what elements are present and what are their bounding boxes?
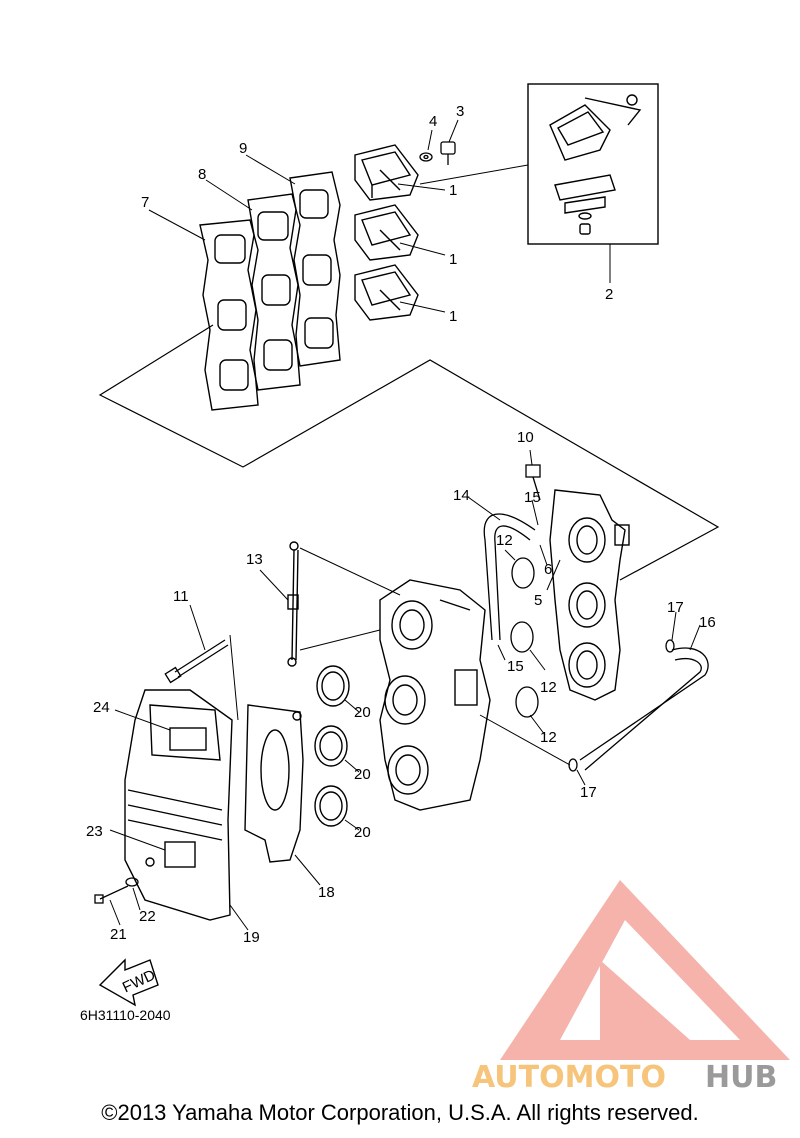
callout-16: 16 bbox=[699, 614, 716, 631]
callout-12-b: 12 bbox=[540, 679, 557, 696]
callout-5: 5 bbox=[534, 592, 542, 609]
reed-valve-detail-box bbox=[527, 83, 659, 245]
callout-17-a: 17 bbox=[667, 599, 684, 616]
part-code: 6H31110-2040 bbox=[80, 1007, 171, 1023]
callout-12-c: 12 bbox=[540, 729, 557, 746]
callout-4: 4 bbox=[429, 113, 437, 130]
callout-22: 22 bbox=[139, 908, 156, 925]
reed-valve-bottom bbox=[354, 264, 419, 321]
callout-18: 18 bbox=[318, 884, 335, 901]
callout-19: 19 bbox=[243, 929, 260, 946]
reed-valve-top bbox=[354, 144, 419, 201]
callout-6: 6 bbox=[544, 561, 552, 578]
o-rings-12 bbox=[510, 557, 539, 718]
callout-1-c: 1 bbox=[449, 308, 457, 325]
carburetor-assembly bbox=[379, 579, 491, 811]
callout-11: 11 bbox=[173, 588, 189, 605]
leader-lines bbox=[109, 119, 701, 931]
callout-3: 3 bbox=[456, 103, 464, 120]
fwd-arrow-icon bbox=[98, 958, 159, 1007]
callout-14: 14 bbox=[453, 487, 470, 504]
assembly-plane-outline bbox=[98, 324, 720, 581]
callout-20-c: 20 bbox=[354, 824, 371, 841]
reed-valve-middle bbox=[354, 204, 419, 261]
callout-10: 10 bbox=[517, 429, 534, 446]
washer-22 bbox=[125, 877, 139, 887]
silencer-cover-19 bbox=[124, 689, 233, 921]
callout-7: 7 bbox=[141, 194, 149, 211]
callout-23: 23 bbox=[86, 823, 103, 840]
gasket-18 bbox=[244, 704, 304, 863]
copyright-notice: ©2013 Yamaha Motor Corporation, U.S.A. A… bbox=[101, 1100, 699, 1125]
link-rod-13 bbox=[287, 541, 299, 667]
bolt-10 bbox=[525, 464, 541, 501]
callout-1-b: 1 bbox=[449, 251, 457, 268]
callout-20-b: 20 bbox=[354, 766, 371, 783]
gasket-7 bbox=[199, 219, 259, 411]
callout-24: 24 bbox=[93, 699, 110, 716]
callout-15-b: 15 bbox=[507, 658, 524, 675]
intake-manifold bbox=[549, 489, 630, 701]
callout-21: 21 bbox=[110, 926, 127, 943]
callout-8: 8 bbox=[198, 166, 206, 183]
watermark-logo bbox=[500, 880, 790, 1060]
gasket-9 bbox=[289, 171, 341, 367]
hose-16 bbox=[579, 647, 709, 771]
callout-20-a: 20 bbox=[354, 704, 371, 721]
watermark-text-1: AUTOMOTO bbox=[472, 1060, 666, 1095]
clips-17 bbox=[568, 639, 675, 772]
callout-12-a: 12 bbox=[496, 532, 513, 549]
callout-15-a: 15 bbox=[524, 489, 541, 506]
bolt-11 bbox=[164, 639, 229, 684]
gasket-8 bbox=[247, 193, 301, 391]
washer bbox=[419, 152, 433, 162]
callout-1-a: 1 bbox=[449, 182, 457, 199]
screw-21 bbox=[94, 885, 129, 904]
callout-17-b: 17 bbox=[580, 784, 597, 801]
callout-2: 2 bbox=[605, 286, 613, 303]
seals-20 bbox=[314, 665, 350, 827]
callout-9: 9 bbox=[239, 140, 247, 157]
watermark-text-2: HUB bbox=[705, 1060, 777, 1095]
callout-13: 13 bbox=[246, 551, 263, 568]
screw bbox=[440, 141, 456, 165]
